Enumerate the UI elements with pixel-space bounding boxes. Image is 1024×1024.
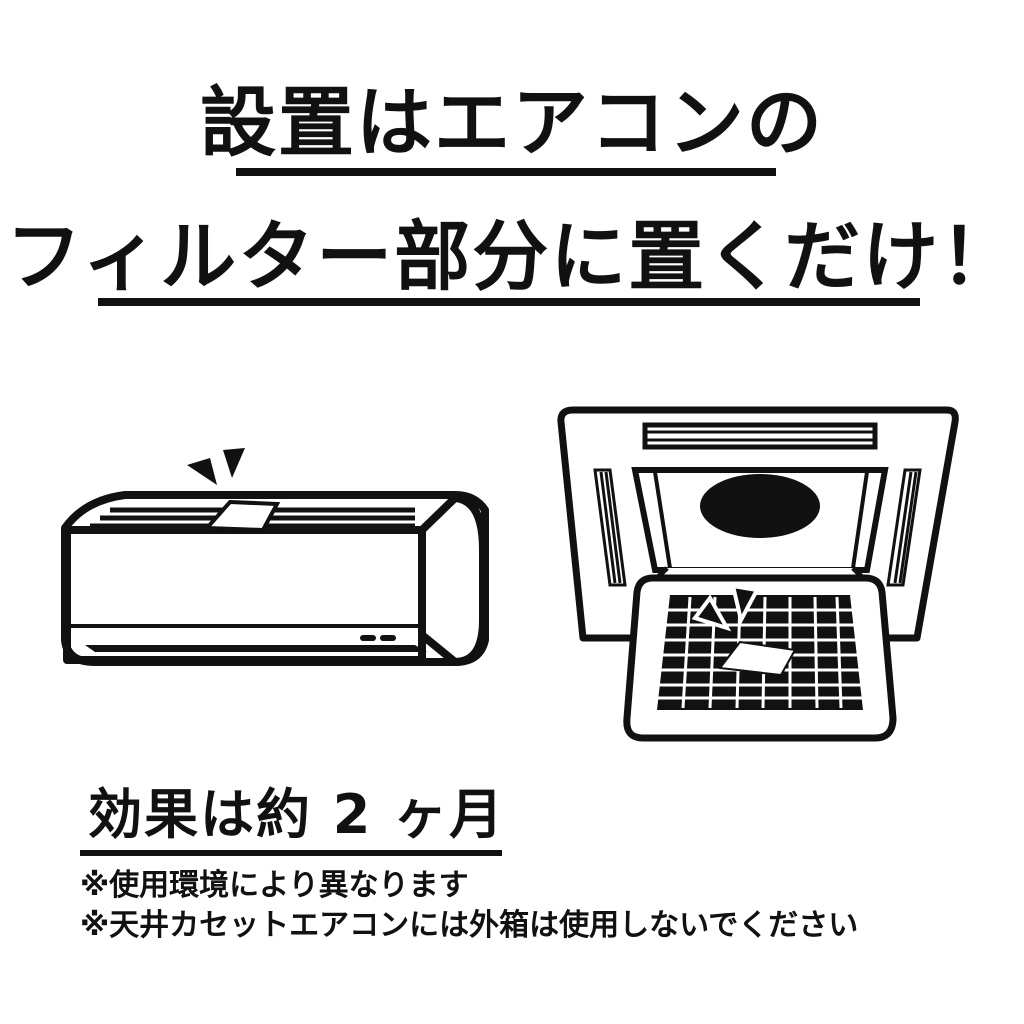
wall-mounted-air-conditioner-icon	[61, 448, 489, 666]
headline-line-1: 設置はエアコンの	[200, 78, 824, 167]
note-ceiling-cassette-warning: ※天井カセットエアコンには外箱は使用しないでください	[80, 908, 859, 943]
effect-duration-label: 効果は約 2 ヶ月	[88, 783, 506, 846]
ceiling-cassette-air-conditioner-icon	[557, 406, 959, 742]
effect-underline	[80, 850, 502, 856]
deodorizer-sheet-icon	[202, 499, 281, 533]
headline-underline-1	[236, 168, 776, 176]
headline-underline-2	[98, 298, 920, 306]
headline-line-2: フィルター部分に置くだけ！	[5, 212, 1019, 301]
note-usage-environment: ※使用環境により異なります	[80, 868, 469, 903]
